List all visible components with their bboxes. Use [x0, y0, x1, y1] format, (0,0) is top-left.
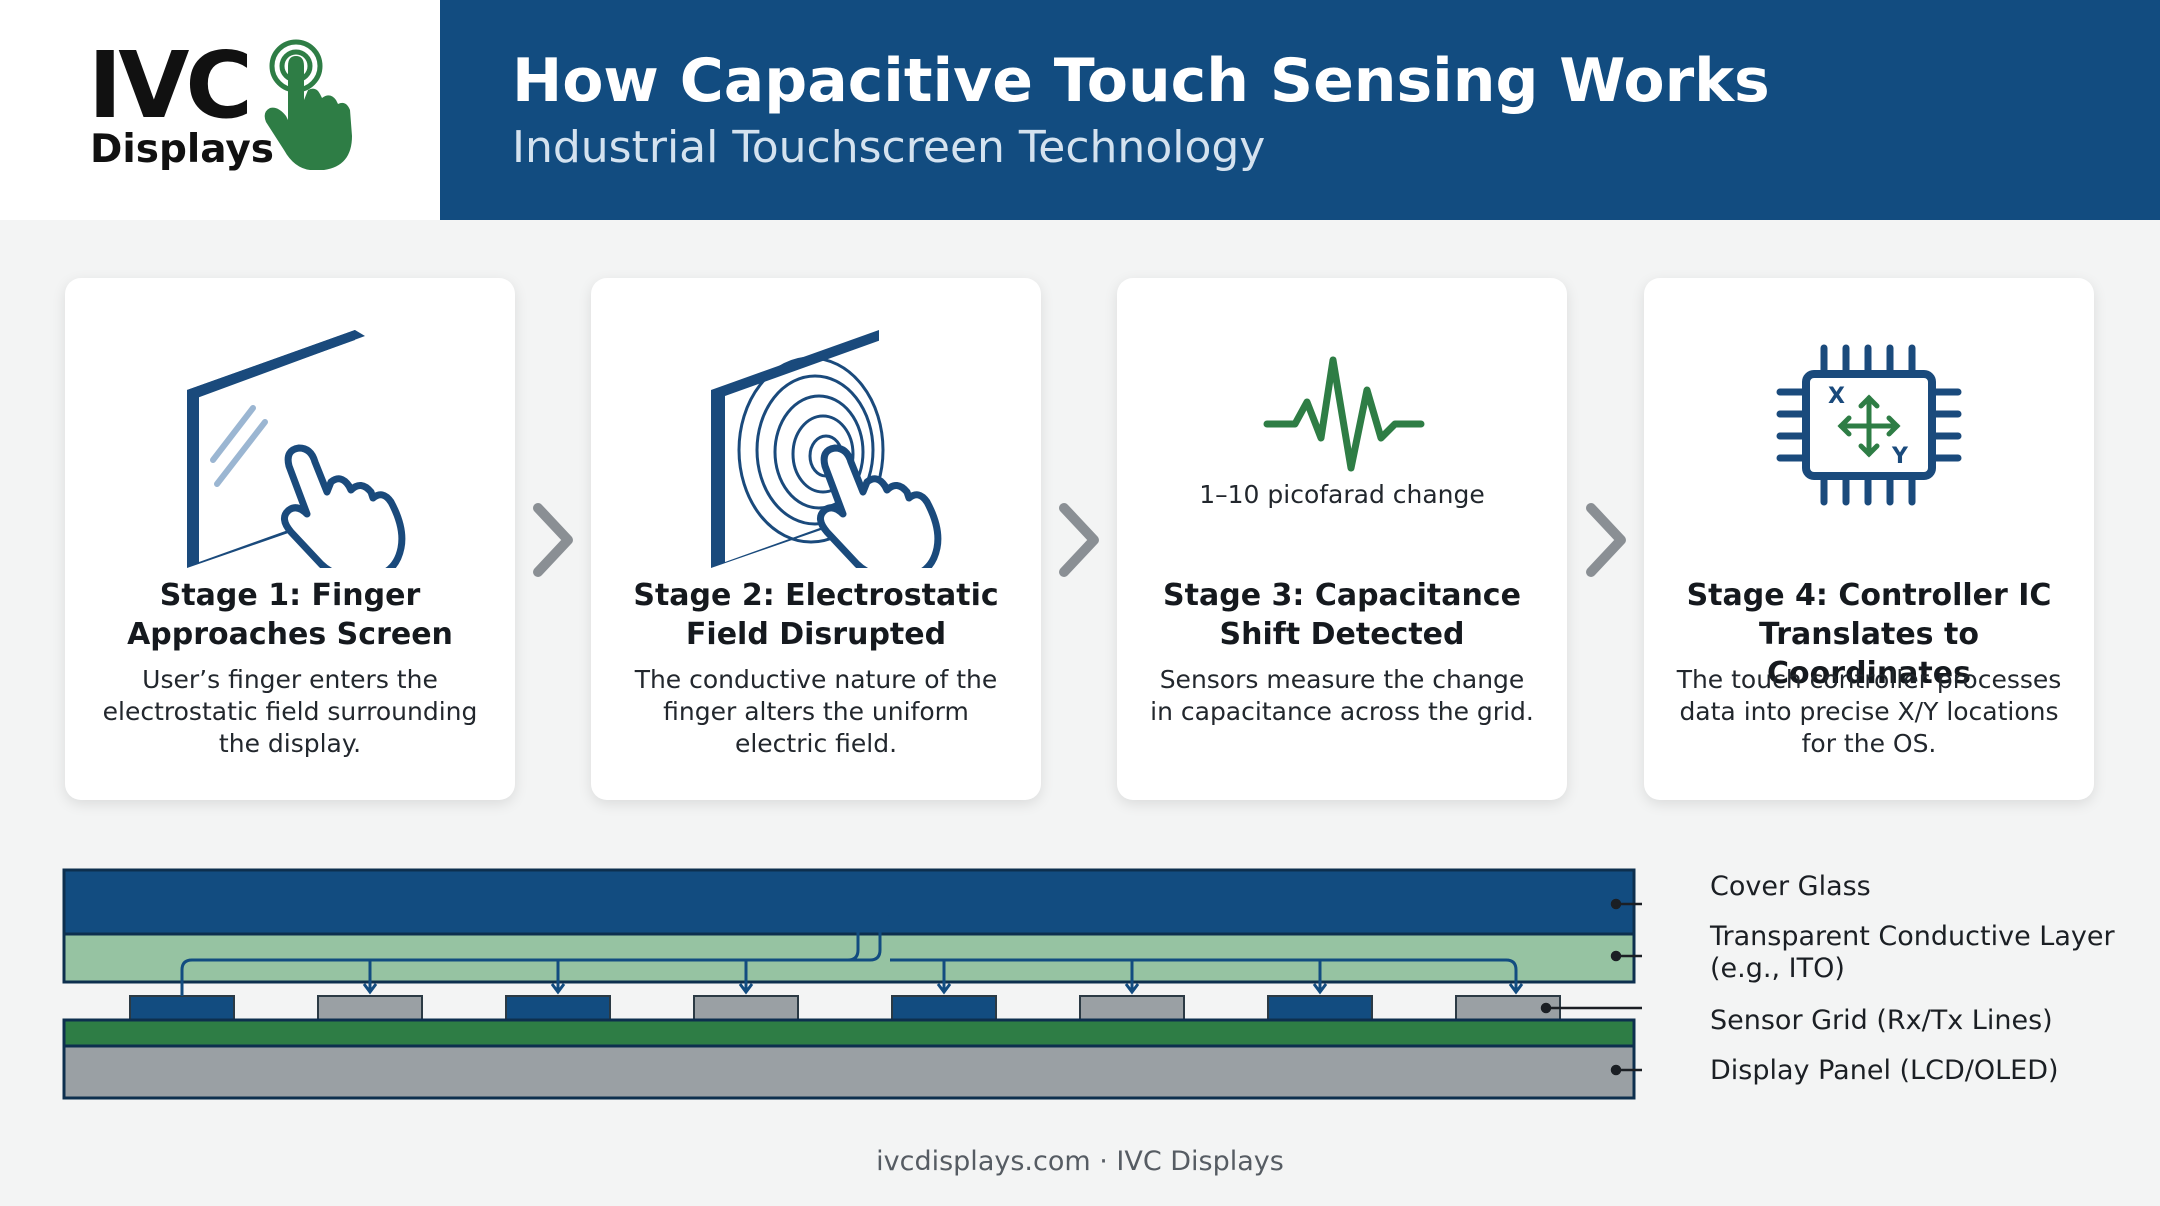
heading-line: Translates to Coordinates [1759, 617, 1979, 691]
heading-line: Stage 3: Capacitance [1163, 578, 1521, 613]
chevron-right-icon [1059, 503, 1099, 577]
field-ripple-screen-icon [711, 330, 942, 568]
heading-line: Field Disrupted [685, 617, 947, 652]
stage-card-3: 1–10 picofarad change Stage 3: Capacitan… [1117, 278, 1567, 800]
heading-line: Approaches Screen [127, 617, 453, 652]
stage-heading: Stage 3: Capacitance Shift Detected [1133, 576, 1551, 654]
desc-line: The conductive nature of the [634, 665, 998, 694]
logo-wordmark: IVC [88, 32, 253, 139]
stage-description: The conductive nature of the finger alte… [611, 664, 1021, 760]
layer-label-display-panel: Display Panel (LCD/OLED) [1710, 1055, 2059, 1086]
chevron-right-icon [1586, 503, 1626, 577]
stage-heading: Stage 2: Electrostatic Field Disrupted [607, 576, 1025, 654]
page-title: How Capacitive Touch Sensing Works [512, 46, 1770, 116]
sensor-grid-electrodes [129, 995, 1561, 1021]
layer-label-ito: Transparent Conductive Layer (e.g., ITO) [1710, 921, 2115, 985]
chevron-right-icon [533, 503, 573, 577]
layer-stack-diagram [62, 868, 1642, 1100]
desc-line: the display. [218, 729, 362, 758]
display-panel-layer [62, 1044, 1636, 1100]
layer-label-cover-glass: Cover Glass [1710, 871, 1871, 902]
heading-line: Stage 2: Electrostatic [633, 578, 999, 613]
stage-card-4: X Y Stage 4: Controller IC Translates to… [1644, 278, 2094, 800]
logo[interactable]: IVC Displays [0, 0, 440, 220]
signal-pulse-icon [1263, 356, 1425, 472]
label-line: Transparent Conductive Layer [1710, 921, 2115, 952]
controller-chip-icon [1776, 344, 1962, 506]
desc-line: electrostatic field surrounding [102, 697, 478, 726]
capacitance-metric: 1–10 picofarad change [1199, 480, 1485, 509]
stage-description: User’s finger enters the electrostatic f… [85, 664, 495, 760]
stage-heading: Stage 4: Controller IC Translates to Coo… [1660, 576, 2078, 693]
desc-line: Sensors measure the change [1159, 665, 1525, 694]
layer-label-sensor-grid: Sensor Grid (Rx/Tx Lines) [1710, 1005, 2053, 1036]
heading-line: Stage 4: Controller IC [1686, 578, 2052, 613]
chip-y-label: Y [1892, 444, 1908, 469]
header: IVC Displays How Capacitive Touch Sensin… [0, 0, 2160, 220]
stage-description: The touch controller processes data into… [1664, 664, 2074, 760]
title-band: How Capacitive Touch Sensing Works Indus… [440, 0, 2160, 220]
desc-line: in capacitance across the grid. [1150, 697, 1534, 726]
cover-glass-layer [62, 868, 1636, 936]
finger-touching-screen-icon [187, 330, 406, 568]
stage-card-2: Stage 2: Electrostatic Field Disrupted T… [591, 278, 1041, 800]
desc-line: for the OS. [1801, 729, 1937, 758]
desc-line: electric field. [734, 729, 898, 758]
heading-line: Stage 1: Finger [159, 578, 421, 613]
label-line: (e.g., ITO) [1710, 953, 1845, 984]
desc-line: User’s finger enters the [142, 665, 438, 694]
footer-credit[interactable]: ivcdisplays.com · IVC Displays [876, 1146, 1284, 1177]
heading-line: Shift Detected [1219, 617, 1465, 652]
leader-lines [1540, 898, 1642, 1076]
desc-line: The touch controller processes [1676, 665, 2062, 694]
stage-card-1: Stage 1: Finger Approaches Screen User’s… [65, 278, 515, 800]
field-lines [180, 903, 1524, 996]
sensor-grid-strip [62, 1018, 1636, 1048]
touch-hand-icon [264, 39, 352, 170]
stage-description: Sensors measure the change in capacitanc… [1137, 664, 1547, 728]
logo-tagline: Displays [90, 127, 274, 172]
page-subtitle: Industrial Touchscreen Technology [512, 122, 1266, 173]
chip-x-label: X [1828, 384, 1845, 409]
ito-layer [62, 932, 1636, 984]
desc-line: finger alters the uniform [663, 697, 969, 726]
desc-line: data into precise X/Y locations [1679, 697, 2059, 726]
stage-heading: Stage 1: Finger Approaches Screen [81, 576, 499, 654]
